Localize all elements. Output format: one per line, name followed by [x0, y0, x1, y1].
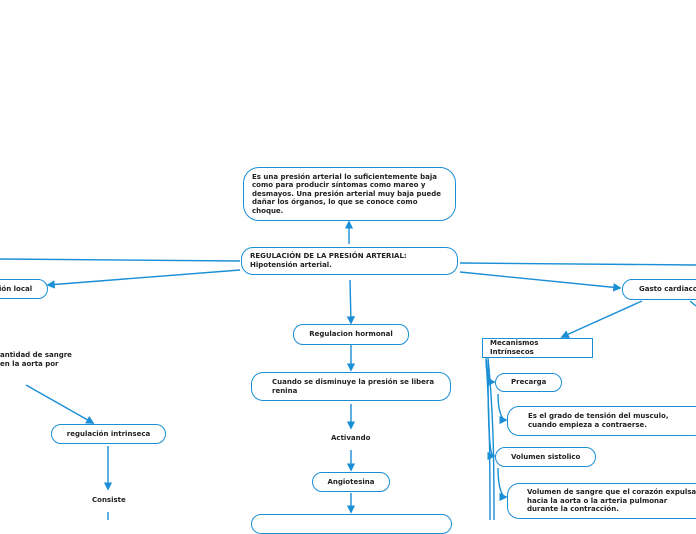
precarga-text: Precarga [511, 378, 547, 387]
volumen-sistolico-node[interactable]: Volumen sistolico [495, 447, 596, 467]
regulacion-hormonal-text: Regulacion hormonal [309, 330, 393, 339]
link-volumen-desc [497, 467, 508, 502]
definition-text: Es una presión arterial lo suficientemen… [252, 172, 441, 215]
link-mecanismos-precarga [485, 359, 496, 387]
regulacion-intrinseca-text: regulación intrinseca [66, 429, 151, 438]
link-central-gasto [459, 271, 622, 292]
precarga-desc-text: Es el grado de tensión del musculo, cuan… [528, 412, 669, 429]
disminuye-node[interactable]: Cuando se disminuye la presión se libera… [251, 372, 451, 401]
link-gasto-mecanismos [560, 300, 643, 339]
angiotesina-node[interactable]: Angiotesina [312, 472, 390, 492]
link-gasto-right-tail [689, 300, 696, 307]
regulacion-intrinseca-node[interactable]: regulación intrinseca [51, 424, 166, 444]
activando-label: Activando [331, 434, 371, 442]
link-central-right-edge [459, 262, 696, 266]
link-central-left-edge [0, 258, 241, 262]
mecanismos-node[interactable]: Mecanismos Intrínsecos [482, 338, 593, 358]
regulacion-local-node[interactable]: ión local [0, 279, 48, 299]
regulacion-hormonal-node[interactable]: Regulacion hormonal [293, 324, 409, 345]
precarga-desc-node[interactable]: Es el grado de tensión del musculo, cuan… [507, 406, 696, 436]
gasto-cardiaco-node[interactable]: Gasto cardiaco [622, 279, 696, 300]
disminuye-text: Cuando se disminuye la presión se libera… [272, 377, 435, 395]
central-text: REGULACIÓN DE LA PRESIÓN ARTERIAL: Hipot… [250, 252, 407, 269]
link-cantidad-intrinseca [25, 384, 95, 424]
link-central-hormonal [346, 279, 356, 325]
angiotesina-next-node[interactable] [251, 514, 452, 534]
volumen-sistolico-text: Volumen sistolico [511, 452, 581, 461]
link-mecanismos-volumen [487, 359, 496, 461]
precarga-node[interactable]: Precarga [495, 373, 562, 392]
volumen-desc-node[interactable]: Volumen de sangre que el corazón expulsa… [507, 483, 696, 519]
angiotesina-text: Angiotesina [327, 477, 375, 486]
link-central-local [46, 269, 241, 289]
volumen-desc-text: Volumen de sangre que el corazón expulsa… [527, 488, 696, 514]
cantidad-sangre-label: antidad de sangre en la aorta por [0, 351, 72, 368]
definition-node[interactable]: Es una presión arterial lo suficientemen… [243, 167, 456, 221]
gasto-cardiaco-text: Gasto cardiaco [639, 285, 696, 294]
link-precarga-desc [497, 393, 508, 425]
mecanismos-text: Mecanismos Intrínsecos [490, 339, 539, 356]
connector-layer [0, 220, 696, 520]
regulacion-local-text: ión local [0, 284, 33, 293]
consiste-label: Consiste [92, 496, 126, 504]
central-node[interactable]: REGULACIÓN DE LA PRESIÓN ARTERIAL: Hipot… [241, 247, 458, 275]
